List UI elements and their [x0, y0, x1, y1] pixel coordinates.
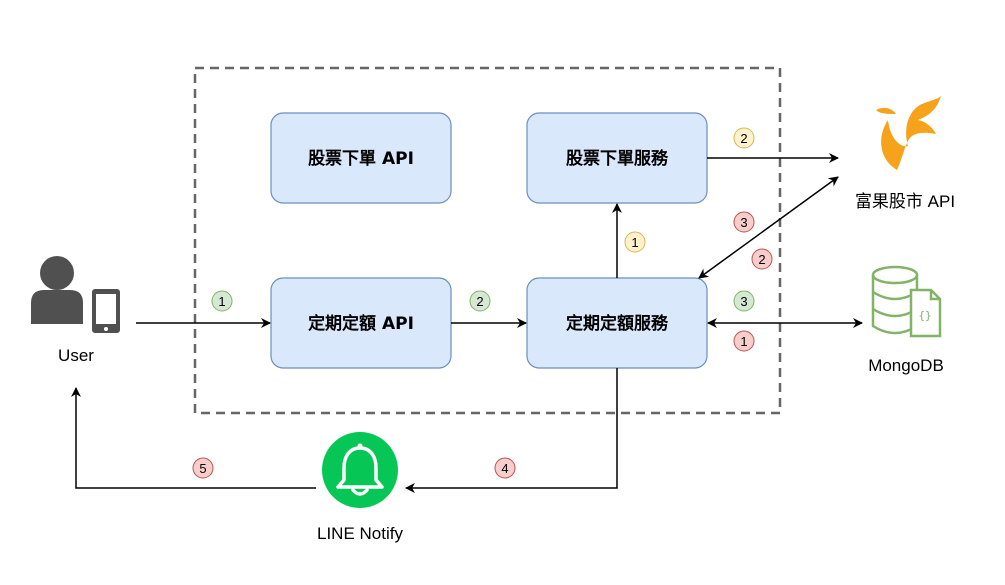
svg-text:2: 2 [758, 252, 765, 267]
user-icon[interactable] [31, 256, 122, 335]
svg-text:5: 5 [199, 461, 206, 476]
mongodb-label: MongoDB [868, 356, 944, 375]
badge-service-to-order: 1 [624, 231, 646, 253]
line-notify-label: LINE Notify [317, 524, 403, 543]
stock-order-service-label: 股票下單服務 [566, 148, 669, 169]
badge-mongo-write: 1 [733, 330, 755, 352]
badge-order-to-fugle: 2 [733, 127, 755, 149]
svg-text:2: 2 [476, 294, 483, 309]
svg-text:1: 1 [218, 294, 225, 309]
svg-text:{}: {} [918, 309, 931, 322]
arrow-service-to-line [405, 368, 618, 493]
regular-investment-service-label: 定期定額服務 [566, 313, 669, 334]
svg-text:3: 3 [740, 294, 747, 309]
line-notify-bell-icon[interactable] [322, 432, 398, 508]
arrow-line-to-user [71, 387, 316, 489]
svg-text:4: 4 [501, 461, 508, 476]
svg-text:3: 3 [740, 215, 747, 230]
badge-service-to-fugle: 2 [751, 248, 773, 270]
svg-text:1: 1 [740, 334, 747, 349]
badge-service-to-line: 4 [494, 457, 516, 479]
stock-order-api-label: 股票下單 API [308, 149, 414, 169]
stock-order-service-box[interactable]: 股票下單服務 [526, 112, 708, 204]
arrow-service-fugle-bidirectional [698, 176, 839, 279]
regular-investment-api-label: 定期定額 API [308, 313, 414, 334]
fugle-logo-icon[interactable] [876, 96, 941, 170]
user-label: User [58, 346, 94, 365]
badge-mongo-read: 3 [733, 290, 755, 312]
stock-order-api-box[interactable]: 股票下單 API [270, 112, 452, 204]
regular-investment-api-box[interactable]: 定期定額 API [270, 277, 452, 369]
svg-text:2: 2 [740, 131, 747, 146]
mongodb-icon[interactable]: {} [871, 265, 942, 338]
badge-fugle-return: 3 [733, 211, 755, 233]
svg-text:1: 1 [631, 235, 638, 250]
badge-user-to-api: 1 [211, 290, 233, 312]
regular-investment-service-box[interactable]: 定期定額服務 [526, 277, 708, 369]
badge-api-to-service: 2 [469, 290, 491, 312]
badge-line-to-user: 5 [192, 457, 214, 479]
fugle-api-label: 富果股市 API [855, 192, 955, 211]
